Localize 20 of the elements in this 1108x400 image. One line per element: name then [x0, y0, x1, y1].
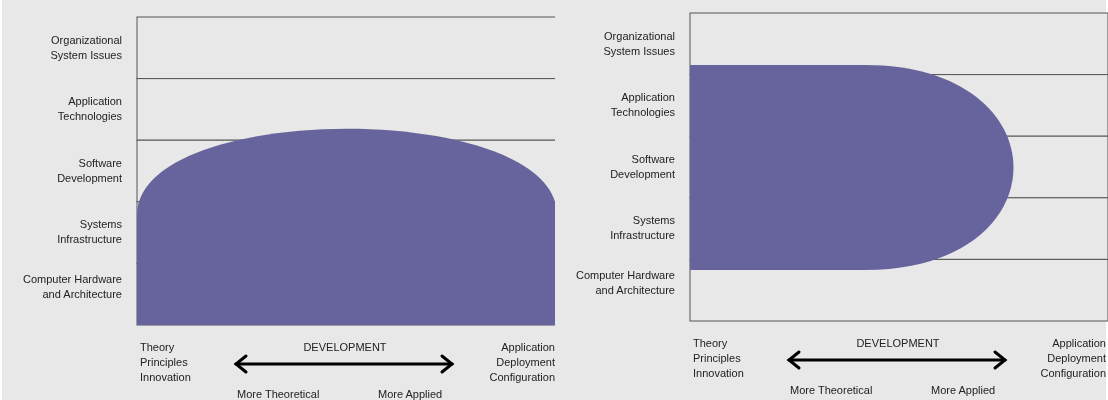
axis-title: DEVELOPMENT [302, 340, 388, 355]
row-label: Application Technologies [56, 94, 122, 124]
axis-label: Application Deployment Configuration [488, 340, 555, 385]
row-label: Computer Hardware and Architecture [574, 268, 675, 298]
axis-label: More Theoretical [237, 387, 321, 400]
axis-label: Theory Principles Innovation [140, 340, 192, 385]
row-label: Organizational System Issues [49, 33, 122, 63]
axis-label: More Applied [378, 387, 444, 400]
axis-label: Application Deployment Configuration [1039, 336, 1106, 381]
axis-title: DEVELOPMENT [855, 336, 941, 351]
row-label: Software Development [56, 156, 122, 186]
row-label: Computer Hardware and Architecture [21, 272, 122, 302]
axis-label: More Applied [931, 383, 997, 398]
row-label: Systems Infrastructure [56, 217, 122, 247]
row-label: Application Technologies [609, 90, 675, 120]
axis-label: Theory Principles Innovation [693, 336, 745, 381]
row-label: Systems Infrastructure [609, 213, 675, 243]
row-label: Software Development [609, 152, 675, 182]
row-label: Organizational System Issues [602, 29, 675, 59]
axis-label: More Theoretical [790, 383, 874, 398]
